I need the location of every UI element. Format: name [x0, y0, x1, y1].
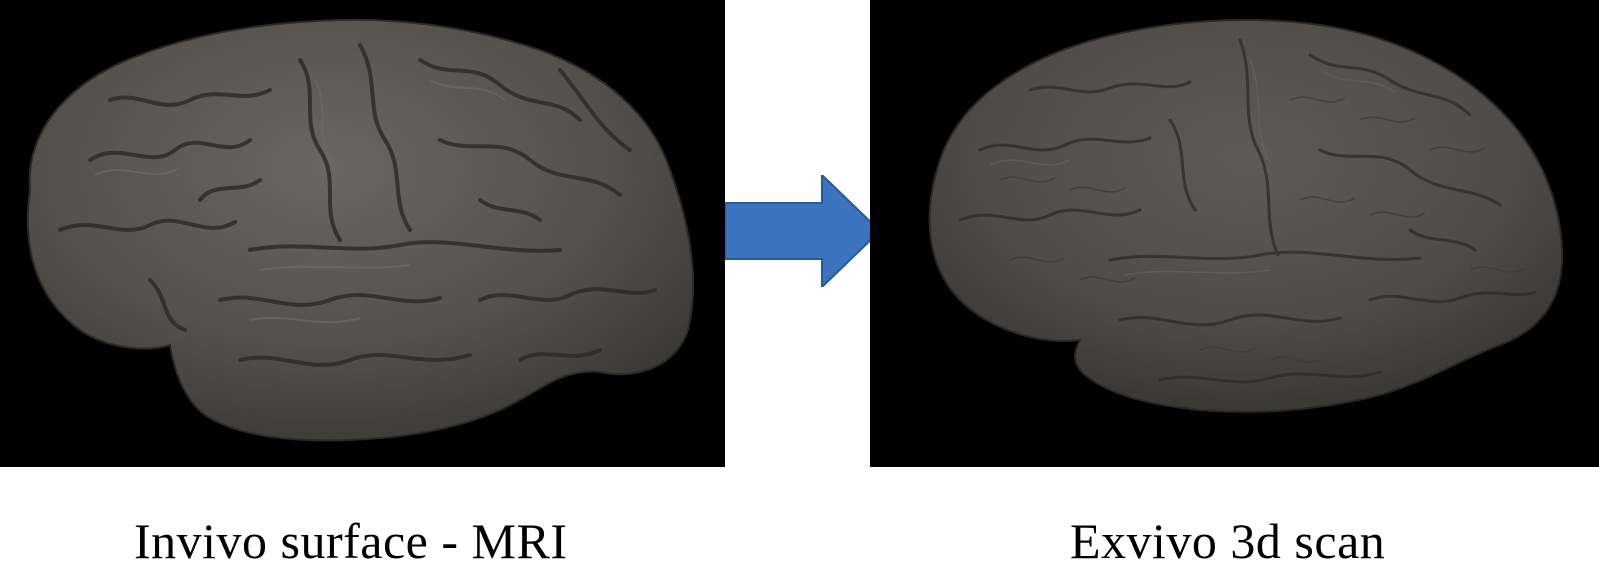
- caption-invivo: Invivo surface - MRI: [134, 513, 568, 569]
- brain-surface-illustration: [26, 18, 695, 442]
- invivo-brain-image: [0, 0, 725, 467]
- exvivo-brain-image: [870, 0, 1599, 467]
- brain-scan-illustration: [928, 18, 1564, 413]
- right-arrow-icon: [725, 175, 880, 287]
- caption-exvivo: Exvivo 3d scan: [1070, 513, 1386, 569]
